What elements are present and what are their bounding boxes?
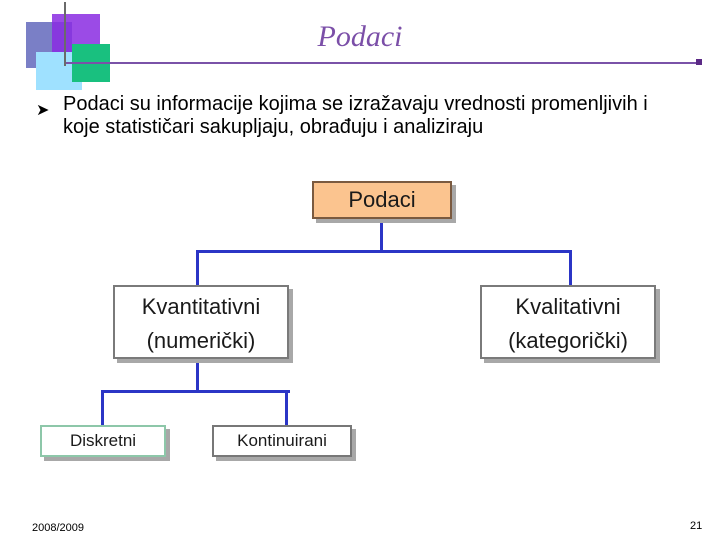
connector-bottom-horizontal (102, 390, 290, 393)
connector-top-horizontal (197, 250, 571, 253)
connector-quant-down (196, 359, 199, 392)
bullet-text: Podaci su informacije kojima se izražava… (63, 93, 648, 138)
quantitative-sublabel: (numerički) (146, 328, 256, 353)
quantitative-label: Kvantitativni (141, 294, 261, 319)
continuous-node: Kontinuirani (212, 425, 352, 457)
discrete-node: Diskretni (40, 425, 166, 457)
quantitative-node: Kvantitativni (numerički) (113, 285, 289, 359)
footer-year: 2008/2009 (32, 522, 84, 534)
page-number: 21 (690, 520, 703, 532)
title-underline-end (696, 59, 702, 65)
connector-root-down (380, 219, 383, 252)
slide-title: Podaci (317, 20, 403, 53)
decor-vertical-line (64, 2, 66, 66)
connector-to-discrete (101, 390, 104, 425)
qualitative-label: Kvalitativni (515, 294, 621, 319)
arrowhead-bullet-icon: ➤ (36, 102, 50, 119)
connector-to-qualitative (569, 250, 572, 285)
connector-to-quantitative (196, 250, 199, 285)
qualitative-sublabel: (kategorički) (508, 328, 628, 353)
title-underline (66, 62, 698, 64)
root-node-label: Podaci (348, 187, 416, 212)
root-node: Podaci (312, 181, 452, 219)
continuous-label: Kontinuirani (237, 431, 327, 450)
connector-to-continuous (285, 390, 288, 425)
qualitative-node: Kvalitativni (kategorički) (480, 285, 656, 359)
discrete-label: Diskretni (69, 431, 137, 450)
